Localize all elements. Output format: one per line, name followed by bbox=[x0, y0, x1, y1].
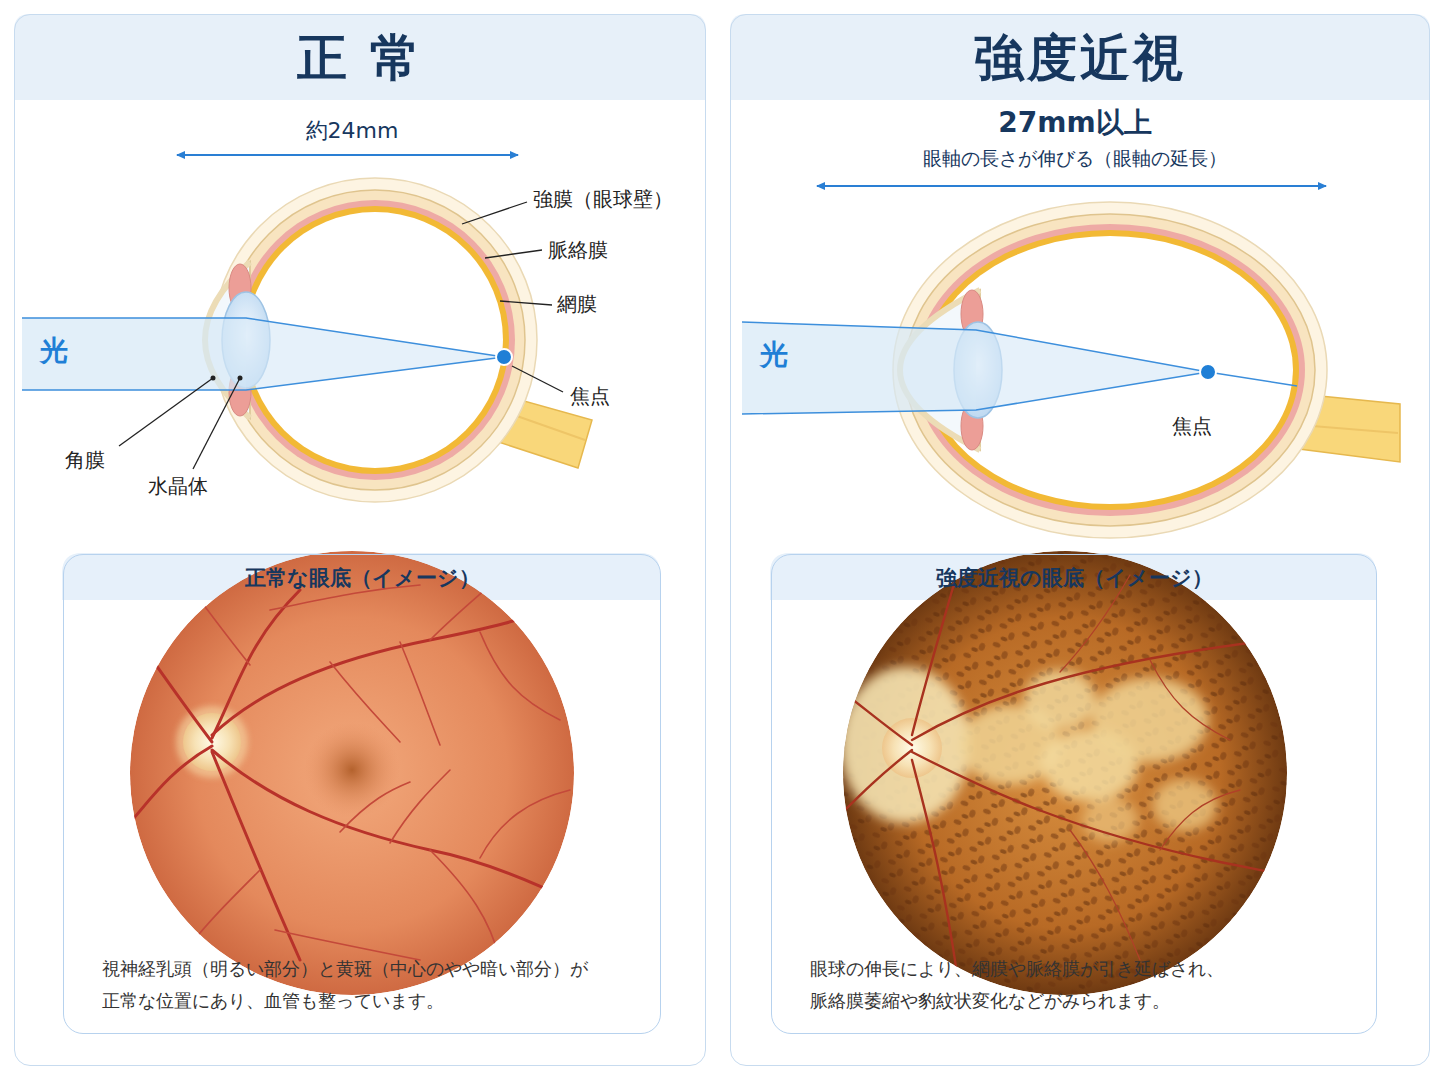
part-label: 強膜（眼球壁） bbox=[533, 187, 673, 211]
leader-dot bbox=[211, 376, 243, 381]
part-label: 網膜 bbox=[557, 292, 597, 316]
light-label: 光 bbox=[760, 338, 788, 372]
light-label: 光 bbox=[40, 334, 68, 368]
normal-fundus bbox=[128, 551, 580, 995]
part-label: 水晶体 bbox=[148, 474, 208, 498]
box-heading: 強度近視の眼底（イメージ） bbox=[772, 555, 1376, 601]
panel-title: 強度近視 bbox=[731, 15, 1429, 101]
dimension-label: 27mm以上 bbox=[815, 106, 1335, 140]
panel-ground bbox=[14, 14, 1430, 1066]
leader-line bbox=[119, 202, 563, 469]
box-heading: 正常な眼底（イメージ） bbox=[64, 555, 660, 601]
caption-text: 視神経乳頭（明るい部分）と黄斑（中心のやや暗い部分）が 正常な位置にあり、血管も… bbox=[102, 953, 597, 1017]
note-text: 眼軸の長さが伸びる（眼軸の延長） bbox=[815, 147, 1335, 170]
panel: 強度近視強度近視の眼底（イメージ） 眼球の伸長により、網膜や脈絡膜が引き延ばされ、… bbox=[730, 14, 1430, 1066]
part-label: 角膜 bbox=[65, 448, 105, 472]
fundus-box: 強度近視の眼底（イメージ） 眼球の伸長により、網膜や脈絡膜が引き延ばされ、 脈絡膜… bbox=[771, 554, 1377, 1034]
light-beam bbox=[22, 318, 512, 390]
myopic-fundus bbox=[840, 551, 1300, 995]
panel-title: 正 常 bbox=[15, 15, 705, 101]
focus-label: 焦点 bbox=[1172, 414, 1212, 438]
dimension-label: 約24mm bbox=[92, 118, 612, 144]
panel: 正 常正常な眼底（イメージ） 視神経乳頭（明るい部分）と黄斑（中心のやや暗い部分）… bbox=[14, 14, 706, 1066]
caption-text: 眼球の伸長により、網膜や脈絡膜が引き延ばされ、 脈絡膜萎縮や豹紋状変化などがみら… bbox=[810, 953, 1235, 1017]
normal-eye bbox=[205, 178, 592, 502]
part-label: 脈絡膜 bbox=[548, 238, 608, 262]
focus-label: 焦点 bbox=[570, 384, 610, 408]
fundus-box: 正常な眼底（イメージ） 視神経乳頭（明るい部分）と黄斑（中心のやや暗い部分）が 正… bbox=[63, 554, 661, 1034]
light-beam bbox=[742, 322, 1297, 414]
